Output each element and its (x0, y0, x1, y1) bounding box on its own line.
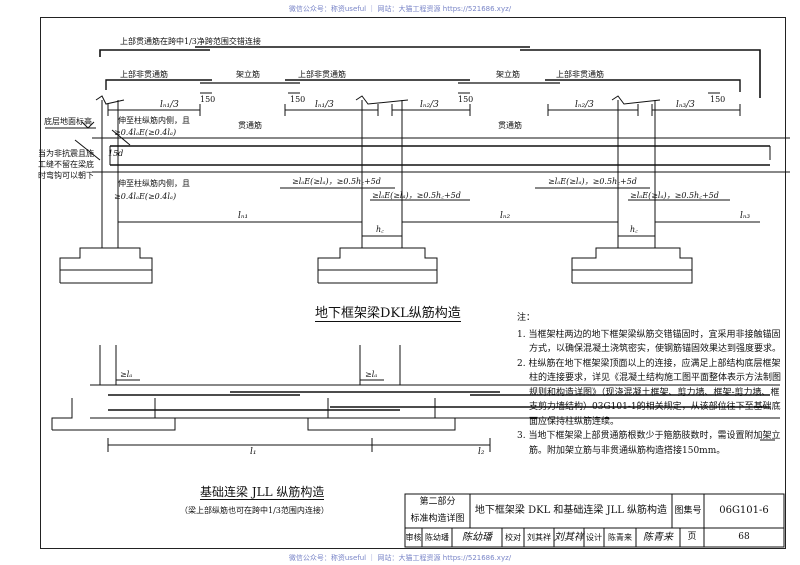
extend-top-value: ≥0.4lₐE(≥0.4lₐ) (114, 128, 177, 137)
drawing-title: 地下框架梁 DKL 和基础连梁 JLL 纵筋构造 (474, 505, 668, 516)
anchor-label-1: ≥lₐE(≥lₐ)，≥0.5h꜀+5d (292, 177, 381, 186)
dim-15d: 15d (108, 149, 124, 158)
page-label: 页 (687, 532, 697, 543)
ground-level-label: 底层地面标高 (44, 117, 92, 126)
hc-label-right: h꜀ (630, 225, 638, 234)
note-item-2: 2. 柱纵筋在地下框架梁顶面以上的连接，应满足上部结构底层框架柱的连接要求，详见… (517, 358, 782, 427)
jll-la-left: ≥lₐ (120, 370, 133, 379)
jll-l1: l₁ (250, 447, 257, 457)
title-part: 第二部分 (419, 497, 456, 508)
note-item-1: 1. 当框架柱两边的地下框架梁纵筋交错锚固时，宜采用非接触锚固方式，以确保混凝土… (517, 329, 782, 355)
top-non-through-bar-left (105, 79, 212, 90)
through-bar-label-1: 贯通筋 (238, 121, 262, 130)
anchor-label-4: ≥lₐE(≥lₐ)，≥0.5h꜀+5d (630, 191, 719, 200)
designer-signature: 陈青来 (643, 531, 673, 543)
notes-heading: 注： (517, 313, 536, 323)
hc-label-mid: h꜀ (376, 225, 384, 234)
jll-subcaption: （梁上部纵筋也可在跨中1/3范围内连接） (180, 506, 329, 515)
top-non-through-label-2: 上部非贯通筋 (298, 70, 346, 79)
jll-top-bar (108, 391, 770, 396)
notes-block: 注： 1. 当框架柱两边的地下框架梁纵筋交错锚固时，宜采用非接触锚固方式，以确保… (517, 311, 782, 458)
jll-column-mid (359, 345, 401, 385)
watermark-bottom: 微信公众号：称资useful ｜ 网站：大猫工程资源 https://52168… (288, 554, 512, 562)
check-label: 校对 (505, 532, 521, 542)
dim-ln3-3: lₙ₃/3 (676, 100, 695, 110)
note-item-3: 3. 当地下框架梁上部贯通筋根数少于箍筋肢数时，需设置附加架立筋。附加架立筋与非… (517, 431, 781, 456)
top-bar-label: 上部贯通筋在跨中1/3净跨范围交错连接 (120, 37, 261, 46)
dim-ln2-3-a: lₙ₂/3 (420, 100, 439, 110)
page-number: 68 (738, 532, 750, 543)
atlas-number: 06G101-6 (719, 505, 769, 516)
review-label: 审核 (405, 532, 422, 542)
anchor-label-3: ≥lₐE(≥lₐ)，≥0.5h꜀+5d (548, 177, 637, 186)
through-bar-label-2: 贯通筋 (498, 121, 522, 130)
jll-bottom-bar (108, 406, 770, 411)
jll-column-left (99, 345, 117, 385)
checker-name: 刘其祥 (527, 532, 551, 542)
anchor-label-2: ≥lₐE(≥lₐ)，≥0.5h꜀+5d (372, 191, 461, 200)
jll-la-mid: ≥lₐ (365, 370, 378, 379)
extend-bottom-value: ≥0.4lₐE(≥0.4lₐ) (114, 192, 177, 201)
span-ln2: lₙ₂ (500, 211, 511, 221)
dim-ln2-3-b: lₙ₂/3 (575, 100, 594, 110)
dim-150-c: 150 (458, 95, 474, 104)
span-ln3: lₙ₃ (740, 211, 751, 221)
jll-l2: l₂ (478, 447, 485, 457)
reviewer-signature: 陈幼璠 (462, 531, 492, 543)
reviewer-name: 陈幼璠 (425, 532, 449, 542)
jll-footing-left (51, 398, 176, 431)
dim-150-b: 150 (290, 95, 306, 104)
top-non-through-label-3: 上部非贯通筋 (556, 70, 604, 79)
erection-bar-label-2: 架立筋 (496, 70, 520, 79)
extend-top-label: 伸至柱纵筋内侧，且 (118, 116, 190, 125)
checker-signature: 刘其祥 (554, 531, 584, 543)
design-label: 设计 (586, 532, 602, 542)
jll-caption: 基础连梁 JLL 纵筋构造 (200, 485, 325, 500)
designer-name: 陈青来 (608, 532, 632, 542)
dim-ln1-3-a: lₙ₁/3 (160, 100, 179, 110)
non-seismic-note: 当为非抗震且施工缝不留在梁底时弯钩可以朝下 (38, 149, 94, 180)
title-part-sub: 标准构造详图 (410, 514, 465, 525)
top-through-bar (99, 46, 761, 98)
dkl-caption: 地下框架梁DKL纵筋构造 (315, 306, 461, 322)
atlas-label: 图集号 (674, 505, 702, 516)
span-ln1: lₙ₁ (238, 211, 249, 221)
drawing-sheet-frame (40, 17, 786, 549)
top-non-through-bar-right (545, 79, 741, 92)
dim-150-d: 150 (710, 95, 726, 104)
extend-bottom-label: 伸至柱纵筋内侧，且 (118, 179, 190, 188)
top-non-through-label-1: 上部非贯通筋 (120, 70, 168, 79)
jll-footing-mid (307, 398, 456, 431)
erection-bar-label: 架立筋 (236, 70, 260, 79)
dim-150-a: 150 (200, 95, 216, 104)
dim-ln1-3-b: lₙ₁/3 (315, 100, 334, 110)
watermark-top: 微信公众号：称资useful ｜ 网站：大猫工程资源 https://52168… (288, 5, 512, 13)
dkl-beam-outline (92, 137, 790, 173)
